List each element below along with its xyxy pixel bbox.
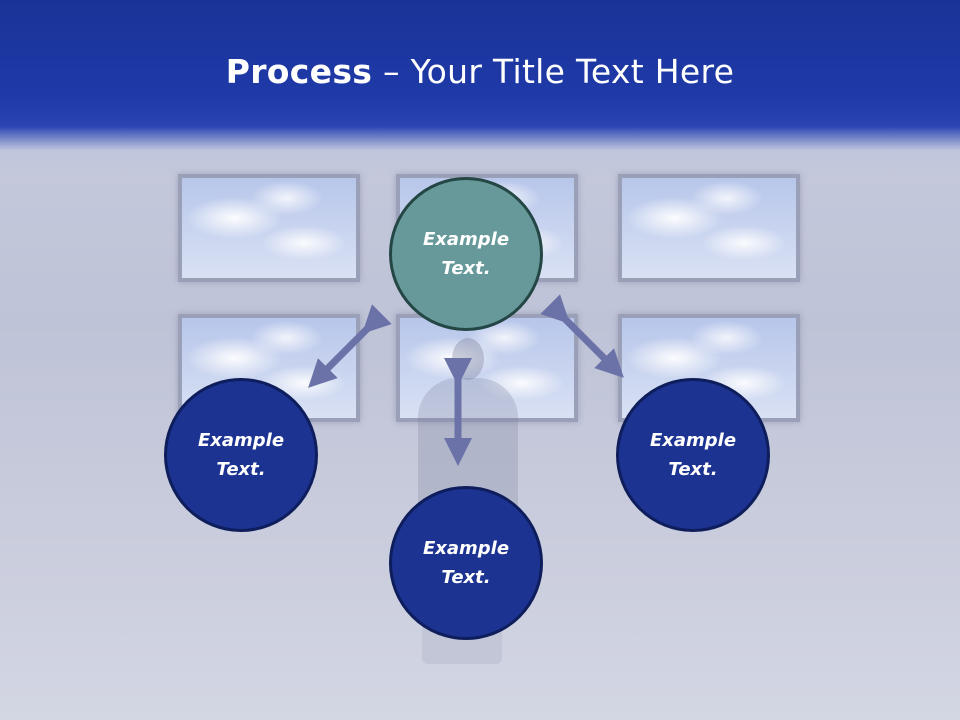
node-left-label: Example Text. (197, 430, 285, 480)
node-left: Example Text. (164, 378, 318, 532)
arrow-top-right (540, 294, 624, 378)
node-bottom: Example Text. (389, 486, 543, 640)
sky-panel-top-left (178, 174, 360, 282)
node-right-label: Example Text. (649, 430, 737, 480)
node-top: Example Text. (389, 177, 543, 331)
title-bar: Process – Your Title Text Here (0, 0, 960, 175)
slide-title: Process – Your Title Text Here (0, 52, 960, 91)
node-right: Example Text. (616, 378, 770, 532)
node-top-label: Example Text. (422, 229, 510, 279)
arrow-top-left (308, 304, 392, 388)
title-bold: Process (225, 52, 373, 91)
title-rest: – Your Title Text Here (372, 52, 735, 91)
node-bottom-label: Example Text. (422, 538, 510, 588)
sky-panel-top-right (618, 174, 800, 282)
